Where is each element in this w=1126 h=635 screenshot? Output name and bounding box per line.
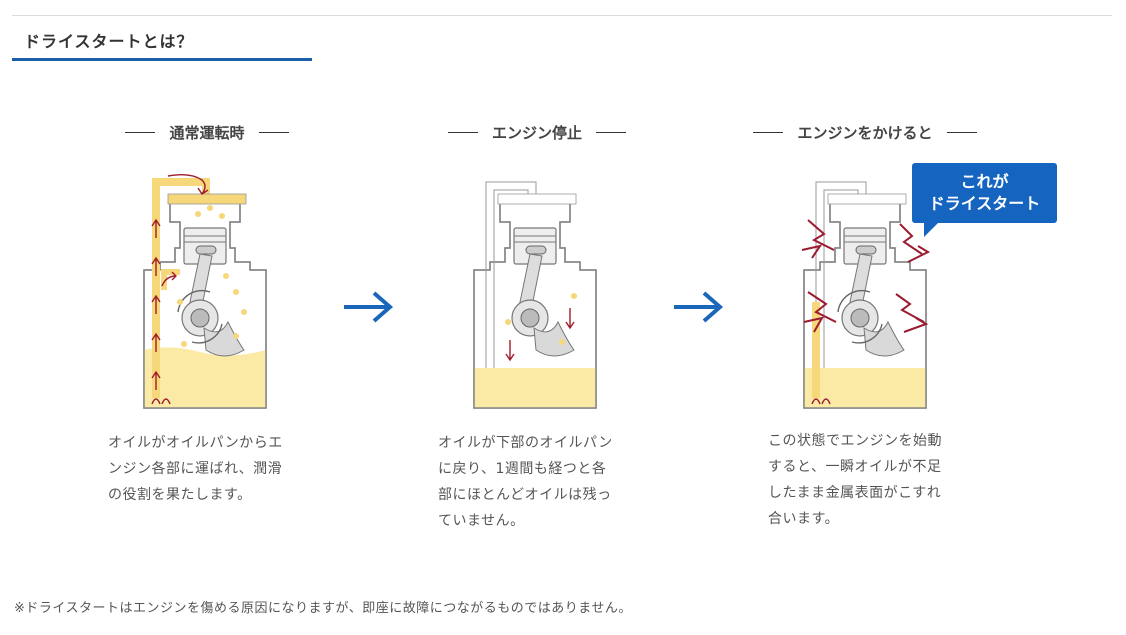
badge-line-1: これが	[960, 172, 1009, 191]
description-line: 合います。	[768, 511, 840, 527]
panel-heading-label: 通常運転時	[169, 123, 245, 142]
engine-illustration-normal	[143, 173, 267, 409]
engine-illustration-stopped	[473, 181, 597, 409]
engine-illustration-dry-start	[801, 181, 931, 409]
heading-dash-left	[447, 131, 478, 133]
panel-heading: 通常運転時	[92, 118, 322, 146]
heading-dash-left	[753, 131, 784, 133]
heading-dash-right	[258, 131, 289, 133]
description-line: ンジン各部に運ばれ、潤滑	[108, 461, 283, 477]
top-divider	[12, 15, 1112, 16]
description-line: オイルがオイルパンからエ	[108, 435, 283, 451]
panel-heading: エンジン停止	[422, 118, 652, 146]
panel-engine-start: エンジンをかけると	[740, 118, 990, 146]
description-line: に戻り、1週間も経つと各	[438, 461, 607, 477]
page-title: ドライスタートとは？	[24, 32, 194, 51]
description-line: この状態でエンジンを始動	[768, 433, 942, 449]
panel-heading: エンジンをかけると	[740, 118, 990, 146]
right-arrow-icon	[674, 291, 724, 323]
description-line: 部にほとんどオイルは残っ	[438, 487, 612, 503]
description-line: ていません。	[438, 513, 525, 529]
dry-start-badge: これが ドライスタート	[912, 163, 1057, 223]
description-line: の役割を果たします。	[108, 487, 252, 503]
panel-description-stopped: オイルが下部のオイルパン に戻り、1週間も経つと各 部にほとんどオイルは残っ て…	[438, 430, 638, 534]
panel-description-dry-start: この状態でエンジンを始動 すると、一瞬オイルが不足 したまま金属表面がこすれ 合…	[768, 428, 968, 532]
heading-dash-right	[596, 131, 626, 133]
description-line: オイルが下部のオイルパン	[438, 435, 613, 451]
title-underline	[12, 58, 312, 61]
right-arrow-icon	[344, 291, 394, 323]
description-line: すると、一瞬オイルが不足	[768, 459, 942, 475]
panel-heading-label: エンジンをかけると	[797, 123, 933, 142]
badge-line-2: ドライスタート	[928, 194, 1041, 213]
panel-heading-label: エンジン停止	[491, 123, 582, 142]
badge-pointer	[924, 221, 940, 237]
panel-description-normal: オイルがオイルパンからエ ンジン各部に運ばれ、潤滑 の役割を果たします。	[108, 430, 308, 508]
panel-engine-stopped: エンジン停止	[422, 118, 652, 146]
heading-dash-left	[125, 131, 156, 133]
panel-normal-operation: 通常運転時	[92, 118, 322, 146]
footnote: ※ドライスタートはエンジンを傷める原因になりますが、即座に故障につながるものでは…	[14, 601, 632, 616]
description-line: したまま金属表面がこすれ	[768, 485, 942, 501]
heading-dash-right	[946, 131, 977, 133]
